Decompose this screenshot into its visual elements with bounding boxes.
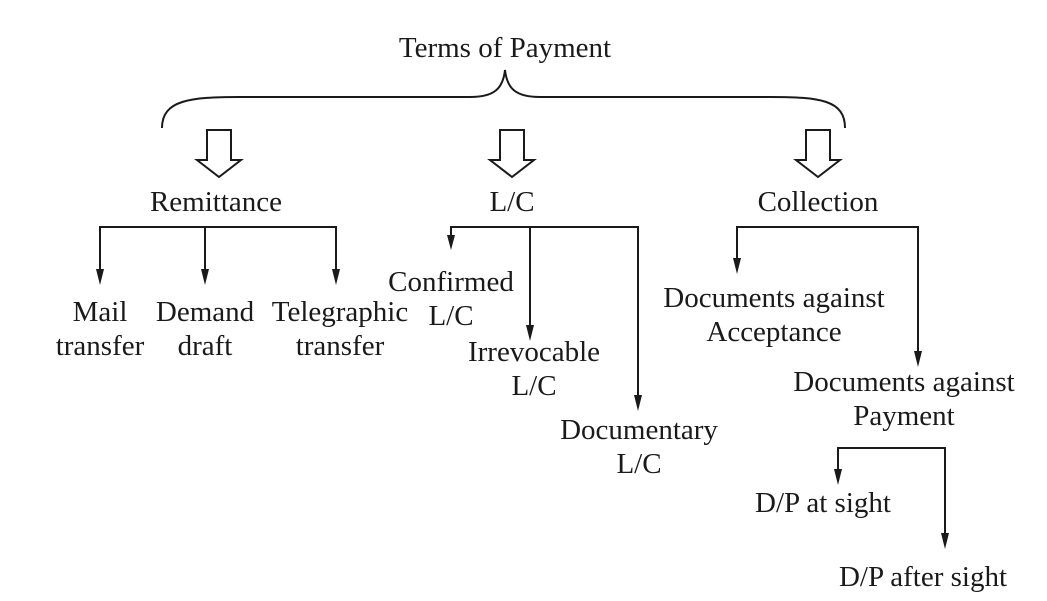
node-mail-transfer-line2: transfer [55,330,145,362]
arrowhead-dp-after [941,533,949,549]
node-doc-payment-line1: Documents against [793,366,1015,398]
arrowhead-irrevocable [526,325,534,341]
arrowhead-dp-sight [834,469,842,485]
arrowhead-documentary [634,395,642,411]
hollow-arrow-remittance [194,129,244,179]
node-documentary-lc-line1: Documentary [560,414,718,446]
category-remittance: Remittance [149,186,283,218]
payment-connector [837,447,946,534]
node-documents-against-acceptance: Documents against Acceptance [648,281,900,349]
node-documents-against-payment: Documents against Payment [766,365,1042,433]
node-confirmed-lc-line2: L/C [428,300,474,332]
node-demand-draft-line2: draft [177,330,233,362]
node-demand-draft: Demand draft [140,295,270,363]
remittance-connector [99,226,337,270]
arrowhead-demand [201,269,209,285]
node-mail-transfer: Mail transfer [50,295,150,363]
arrowhead-doc-acceptance [733,258,741,274]
lc-connector [450,226,639,396]
node-dp-at-sight-line1: D/P at sight [755,487,891,519]
node-dp-after-sight: D/P after sight [817,560,1029,594]
title-brace [161,69,846,129]
node-telegraphic-transfer: Telegraphic transfer [262,295,418,363]
collection-connector [736,226,919,352]
node-confirmed-lc: Confirmed L/C [376,265,526,333]
node-irrevocable-lc-line2: L/C [511,370,557,402]
category-collection: Collection [757,186,879,218]
node-doc-acceptance-line1: Documents against [663,282,885,314]
node-documentary-lc-line2: L/C [616,448,662,480]
node-dp-at-sight: D/P at sight [723,486,923,520]
node-telegraphic-transfer-line1: Telegraphic [271,296,409,328]
node-telegraphic-transfer-line2: transfer [295,330,385,362]
node-dp-after-sight-line1: D/P after sight [838,561,1008,593]
category-lc: L/C [489,186,535,218]
node-irrevocable-lc-line1: Irrevocable [467,336,600,368]
node-doc-payment-line2: Payment [853,400,955,432]
node-demand-draft-line1: Demand [155,296,255,328]
diagram-title: Terms of Payment [398,32,612,64]
node-irrevocable-lc: Irrevocable L/C [456,335,612,403]
arrowhead-doc-payment [914,351,922,367]
arrowhead-confirmed [447,235,455,250]
node-mail-transfer-line1: Mail [72,296,128,328]
hollow-arrow-collection [793,129,843,179]
node-confirmed-lc-line1: Confirmed [388,266,514,298]
arrowhead-telegraphic [332,269,340,285]
arrowhead-mail [96,269,104,285]
node-doc-acceptance-line2: Acceptance [706,316,842,348]
node-documentary-lc: Documentary L/C [541,413,737,481]
hollow-arrow-lc [487,129,537,179]
